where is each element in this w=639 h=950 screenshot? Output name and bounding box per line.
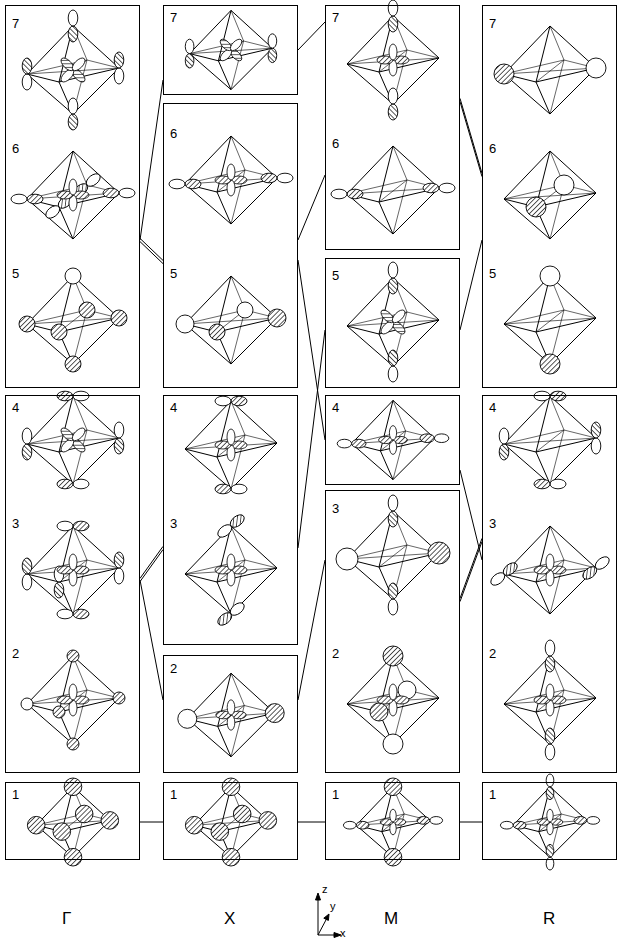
level-box: 7 6 5 (482, 5, 617, 388)
level-number: 2 (332, 646, 339, 661)
level-box: 7 6 5 (5, 5, 140, 388)
octahedron (185, 778, 276, 866)
level-box: 4 3 2 (5, 395, 140, 773)
octahedron (19, 268, 127, 372)
level-box: 76 (325, 5, 460, 250)
octahedron (336, 495, 450, 615)
level-number: 1 (12, 787, 19, 802)
k-point-label: R (543, 910, 555, 927)
level-box: 65 (163, 103, 298, 388)
octahedron (347, 0, 439, 120)
octahedron (22, 521, 124, 619)
level-number: 6 (12, 141, 19, 156)
level-number: 4 (170, 400, 177, 415)
level-box: 1 (482, 782, 617, 860)
band-connector (298, 330, 325, 548)
octahedron (21, 650, 125, 750)
level-number: 4 (12, 400, 19, 415)
level-number: 6 (489, 141, 496, 156)
level-number: 5 (12, 266, 19, 281)
band-connector (298, 822, 325, 823)
octahedra (11, 0, 611, 870)
axis-label: y (330, 901, 336, 912)
octahedron (504, 640, 596, 760)
octahedron (331, 146, 455, 234)
octahedron (185, 396, 277, 494)
band-connector (140, 238, 163, 263)
level-number: 7 (332, 10, 339, 25)
level-box: 5 (325, 258, 460, 388)
band-connector (140, 80, 163, 240)
octahedron (11, 151, 135, 239)
octahedron (504, 266, 596, 374)
level-box: 7 (163, 5, 298, 95)
level-number: 4 (332, 400, 339, 415)
level-number: 7 (12, 16, 19, 31)
level-number: 1 (332, 787, 339, 802)
level-box: 2 (163, 655, 298, 773)
octahedron (22, 10, 124, 130)
k-point-label: M (384, 910, 398, 927)
level-number: 4 (489, 400, 496, 415)
level-number: 3 (332, 501, 339, 516)
band-connector (298, 22, 325, 50)
band-connector (460, 98, 482, 176)
level-box: 43 (163, 395, 298, 645)
level-number: 5 (170, 266, 177, 281)
octahedron (27, 778, 118, 866)
band-connector (298, 560, 325, 700)
band-connector (140, 546, 163, 581)
level-number: 3 (170, 516, 177, 531)
band-connector (140, 580, 163, 700)
level-number: 6 (170, 126, 177, 141)
level-number: 5 (332, 268, 339, 283)
level-number: 1 (489, 787, 496, 802)
level-number: 3 (489, 516, 496, 531)
level-number: 2 (170, 661, 177, 676)
octahedron (178, 673, 284, 757)
octahedron (22, 391, 124, 489)
level-number: 6 (332, 136, 339, 151)
octahedron (504, 151, 596, 239)
octahedron (169, 136, 293, 224)
octahedron (347, 646, 439, 754)
level-number: 3 (12, 516, 19, 531)
level-box: 1 (163, 782, 298, 860)
band-connector (460, 240, 482, 330)
octahedron (176, 276, 286, 364)
octahedron (499, 391, 601, 489)
level-number: 5 (489, 266, 496, 281)
octahedron (337, 400, 449, 479)
level-box: 1 (5, 782, 140, 860)
axis-label: x (340, 928, 346, 939)
octahedron (185, 10, 276, 89)
octahedron (489, 526, 612, 614)
level-box: 4 3 2 (482, 395, 617, 773)
octahedron (500, 774, 599, 870)
octahedron (185, 512, 277, 627)
k-point-label: Γ (62, 910, 71, 927)
octahedron (347, 262, 439, 382)
axis-label: z (322, 884, 328, 895)
level-box: 4 (325, 395, 460, 485)
level-number: 2 (489, 646, 496, 661)
band-connector (460, 822, 482, 823)
band-connector (460, 538, 482, 601)
level-number: 1 (170, 787, 177, 802)
axis-triad (316, 893, 342, 938)
band-connector (298, 175, 325, 240)
octahedron (343, 778, 442, 866)
k-point-label: X (224, 910, 235, 927)
level-number: 2 (12, 646, 19, 661)
level-box: 32 (325, 490, 460, 773)
octahedron (494, 26, 606, 114)
level-number: 7 (489, 16, 496, 31)
band-connector (298, 260, 325, 440)
band-connector (140, 822, 163, 823)
level-box: 1 (325, 782, 460, 860)
level-number: 7 (170, 10, 177, 25)
